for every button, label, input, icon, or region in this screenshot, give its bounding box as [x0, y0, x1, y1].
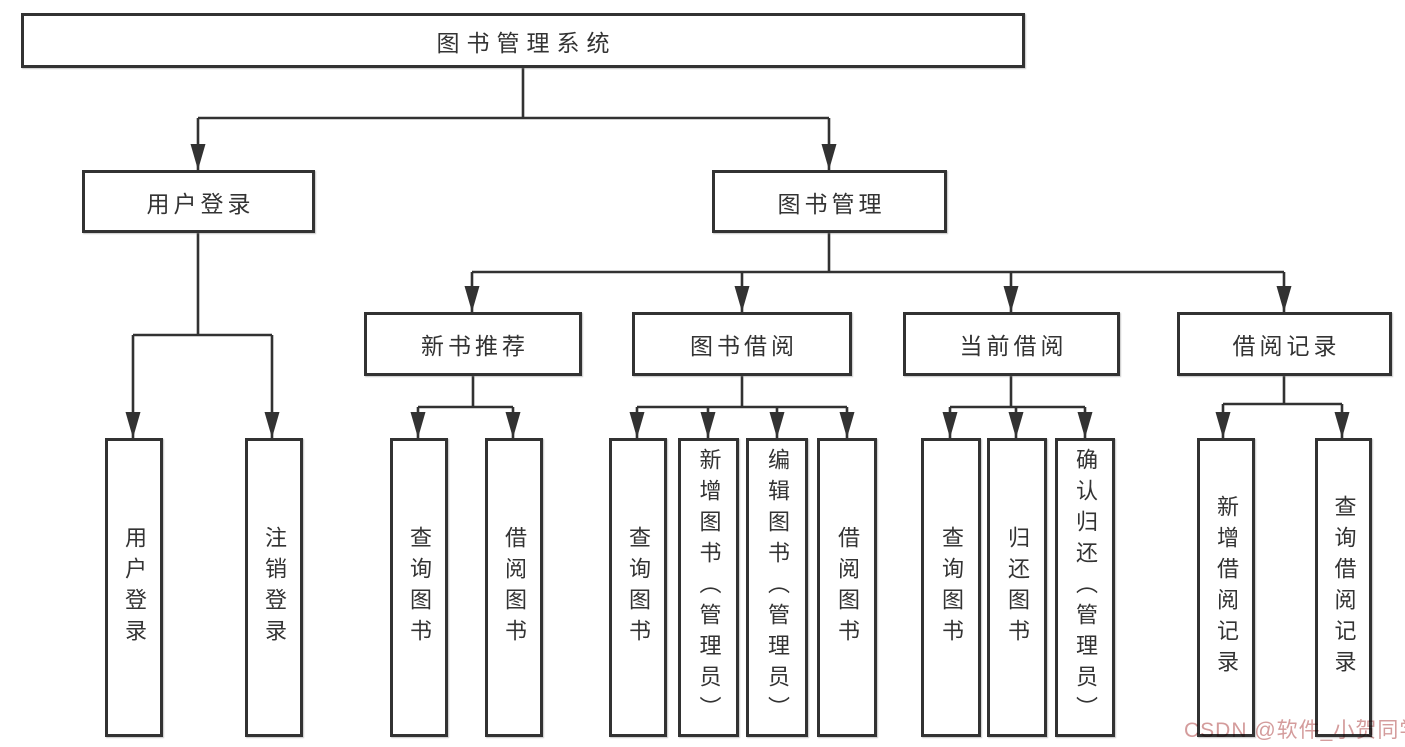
node-book-management: 图书管理 [712, 170, 947, 233]
leaf-add-book-admin: 新增图书（管理员） [678, 438, 739, 737]
leaf-query-book-current: 查询图书 [921, 438, 981, 737]
leaf-add-borrow-record: 新增借阅记录 [1197, 438, 1255, 737]
leaf-query-borrow-record: 查询借阅记录 [1315, 438, 1372, 737]
leaf-label: 新增借阅记录 [1214, 494, 1239, 681]
leaf-query-book-borrow: 查询图书 [609, 438, 667, 737]
leaf-label: 用户登录 [122, 525, 147, 650]
leaf-edit-book-admin: 编辑图书（管理员） [746, 438, 808, 737]
leaf-label: 查询图书 [407, 525, 432, 650]
node-user-login: 用户登录 [82, 170, 315, 233]
leaf-label: 借阅图书 [835, 525, 860, 650]
leaf-label: 注销登录 [262, 525, 287, 650]
node-borrow-records: 借阅记录 [1177, 312, 1392, 376]
node-label: 用户登录 [146, 190, 255, 217]
node-new-book-recommend: 新书推荐 [364, 312, 582, 376]
leaf-label: 归还图书 [1005, 525, 1030, 650]
leaf-query-book-recommend: 查询图书 [390, 438, 448, 737]
node-root-system: 图书管理系统 [21, 13, 1025, 68]
node-label: 图书借阅 [690, 333, 798, 359]
arrowheads [125, 144, 1350, 438]
leaf-user-login: 用户登录 [105, 438, 163, 737]
node-label: 新书推荐 [421, 333, 529, 359]
leaf-label: 确认归还（管理员） [1073, 448, 1098, 727]
leaf-borrow-book: 借阅图书 [817, 438, 877, 737]
leaf-borrow-book-recommend: 借阅图书 [485, 438, 543, 737]
leaf-label: 编辑图书（管理员） [765, 448, 790, 727]
node-current-borrow: 当前借阅 [903, 312, 1120, 376]
node-label: 图书管理 [777, 190, 886, 217]
leaf-logout: 注销登录 [245, 438, 303, 737]
leaf-label: 新增图书（管理员） [696, 448, 722, 727]
leaf-label: 查询借阅记录 [1331, 494, 1357, 681]
leaf-label: 查询图书 [939, 525, 964, 650]
node-label: 图书管理系统 [436, 29, 617, 56]
tree-edges [131, 68, 1344, 438]
leaf-return-book: 归还图书 [987, 438, 1047, 737]
node-label: 借阅记录 [1232, 333, 1341, 359]
leaf-confirm-return-admin: 确认归还（管理员） [1055, 438, 1115, 737]
node-book-borrow: 图书借阅 [632, 312, 852, 376]
leaf-label: 借阅图书 [502, 525, 527, 650]
node-label: 当前借阅 [959, 333, 1068, 359]
watermark-csdn: CSDN @软件_小贺同学 [1184, 719, 1405, 742]
leaf-label: 查询图书 [626, 525, 651, 650]
